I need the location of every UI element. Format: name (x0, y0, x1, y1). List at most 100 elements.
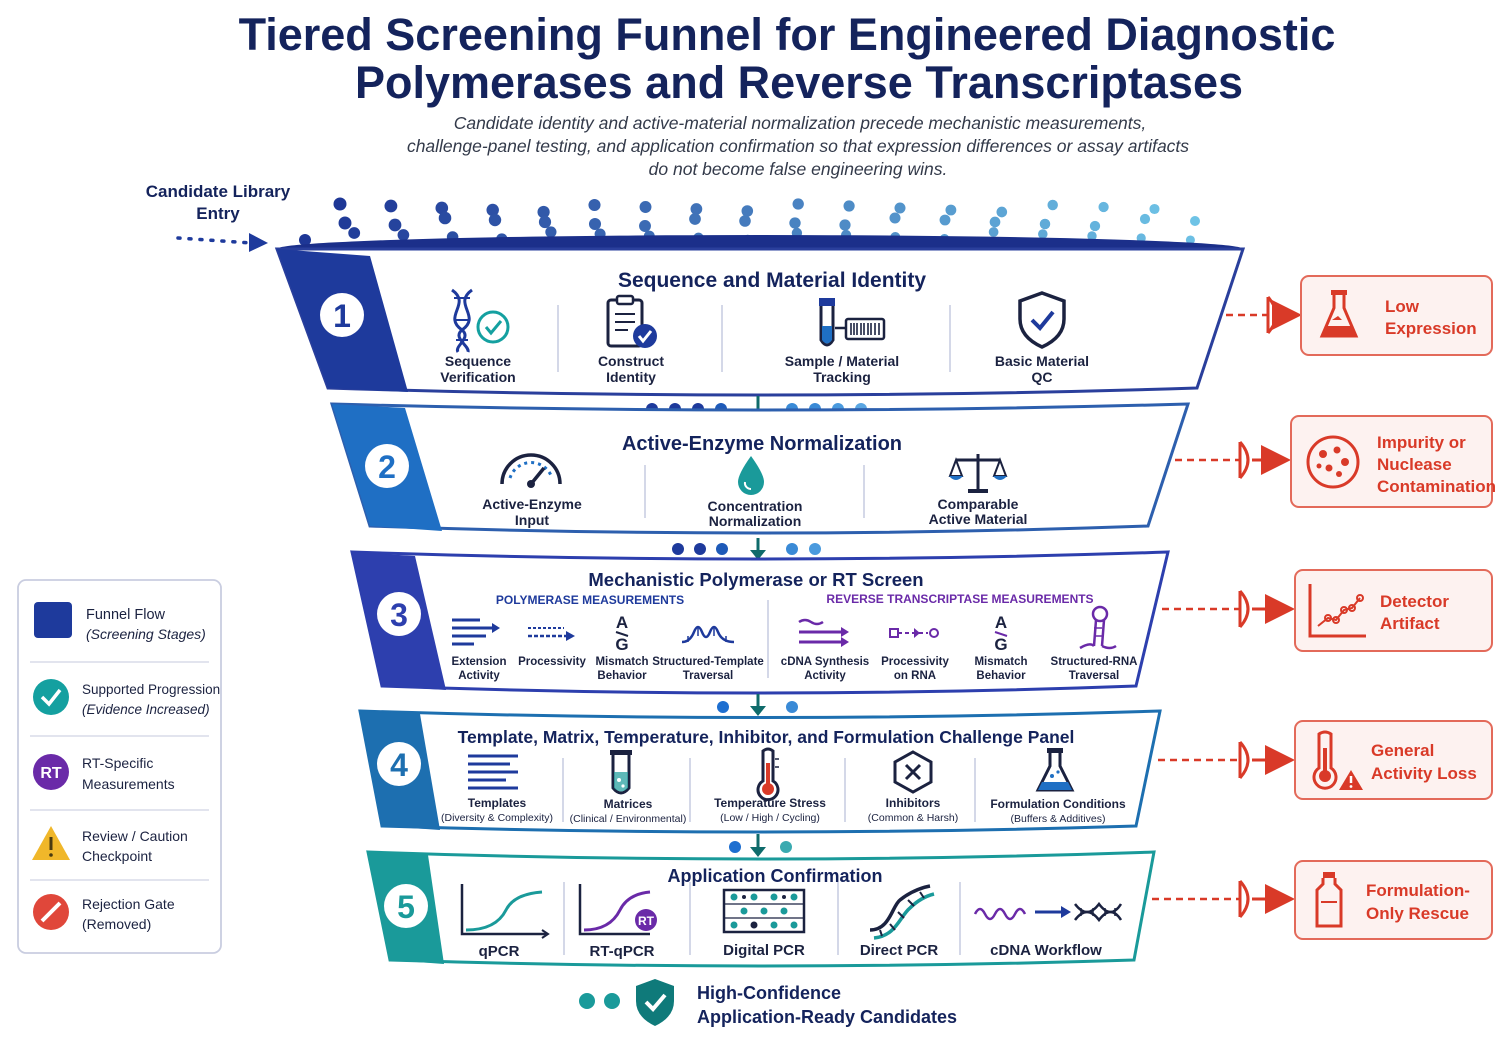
candidate-dot (384, 199, 398, 213)
gauge-icon (500, 453, 562, 488)
connector-3-4 (717, 694, 798, 716)
stage-1-item-3-line1: Sample / Material (785, 353, 899, 369)
stage-2-title: Active-Enzyme Normalization (622, 433, 902, 455)
rejection-1-line1: Low (1385, 297, 1420, 316)
stage-2-number: 2 (378, 449, 396, 485)
connector-2-3 (672, 538, 821, 560)
entry-label-line1: Candidate Library (146, 182, 291, 201)
stage-1-item-2-line1: Construct (598, 353, 664, 369)
polymerase-measurements-header: POLYMERASE MEASUREMENTS (496, 593, 684, 607)
legend-3-line2: Measurements (82, 776, 175, 792)
stage-2-item-1-line1: Active-Enzyme (482, 496, 582, 512)
output-shield-check-icon (636, 979, 674, 1026)
stage-1-item-1-line1: Sequence (445, 353, 511, 369)
structured-template-icon (681, 625, 735, 644)
subtitle-line2: challenge-panel testing, and application… (407, 136, 1189, 156)
legend-2-line2: (Evidence Increased) (82, 702, 210, 717)
rt-item-4-line1: Structured-RNA (1051, 656, 1138, 668)
candidate-dot (894, 202, 906, 214)
stage-4-item-5-line1: Formulation Conditions (990, 797, 1126, 811)
candidate-dot (689, 213, 701, 225)
stage-4-item-4-line2: (Common & Harsh) (868, 812, 958, 824)
mismatch-glyph-g: G (994, 635, 1007, 654)
extension-arrows-icon (452, 618, 500, 646)
candidate-dot (1087, 231, 1097, 241)
test-tube-icon (610, 750, 632, 795)
stage-5-item-5-label: cDNA Workflow (990, 942, 1102, 959)
entry-label-line2: Entry (196, 204, 240, 223)
poly-item-1-line1: Extension (452, 656, 507, 668)
rejection-gate-4: General Activity Loss (1158, 720, 1493, 800)
output-badge: High-Confidence Application-Ready Candid… (579, 979, 957, 1027)
mismatch-ag-icon: A G (615, 613, 628, 654)
output-label-line2: Application-Ready Candidates (697, 1007, 957, 1027)
candidate-dot (486, 203, 499, 217)
stage-4-item-1-line2: (Diversity & Complexity) (441, 812, 553, 824)
flask-icon (1035, 748, 1075, 792)
stage-5-title: Application Confirmation (668, 866, 883, 886)
rt-item-2-line1: Processivity (881, 656, 949, 668)
thermometer-warning-icon (1312, 730, 1363, 790)
candidate-dot (438, 211, 452, 225)
candidate-dot (945, 204, 957, 216)
rna-hairpin-icon (1079, 605, 1117, 650)
stage-1-item-3-line2: Tracking (813, 369, 871, 385)
candidate-dot (639, 220, 651, 232)
rt-item-3-line1: Mismatch (974, 656, 1027, 668)
candidate-dot (792, 198, 804, 210)
page-title-line1: Tiered Screening Funnel for Engineered D… (239, 9, 1336, 60)
rejection-gate-5: Formulation- Only Rescue (1152, 860, 1493, 940)
artifact-chart-icon (1308, 584, 1366, 638)
candidate-dot (1139, 213, 1151, 225)
stage-2-item-1-line2: Input (515, 512, 550, 528)
stage-3: 3 Mechanistic Polymerase or RT Screen PO… (350, 550, 1170, 695)
candidate-dot (388, 218, 402, 232)
check-circle-icon (33, 679, 69, 715)
candidate-dot (839, 219, 851, 231)
candidate-dot (1098, 201, 1109, 213)
stage-4-item-2-line1: Matrices (604, 797, 653, 811)
candidate-dot (1038, 229, 1048, 239)
legend-1-line2: (Screening Stages) (86, 626, 206, 642)
output-label-line1: High-Confidence (697, 983, 841, 1003)
rejection-2-line3: Contamination (1377, 477, 1496, 496)
candidate-dot (739, 215, 751, 227)
warning-triangle-icon (32, 826, 70, 860)
stage-3-title: Mechanistic Polymerase or RT Screen (588, 569, 923, 590)
candidate-dot (538, 215, 552, 229)
subtitle-line1: Candidate identity and active-material n… (454, 113, 1147, 133)
rejection-4-line2: Activity Loss (1371, 764, 1477, 783)
stage-1-number: 1 (333, 298, 351, 334)
mismatch-glyph-a: A (995, 613, 1007, 632)
rejection-1-line2: Expression (1385, 319, 1477, 338)
stage-5: 5 Application Confirmation qPCR RT RT-qP… (366, 850, 1156, 968)
mismatch-ag-icon: A G (994, 613, 1007, 654)
candidate-dot (338, 216, 352, 230)
candidate-dot (299, 234, 311, 246)
petri-dish-icon (1306, 435, 1360, 489)
legend-4-line2: Checkpoint (82, 848, 152, 864)
stage-4-item-5-line2: (Buffers & Additives) (1011, 813, 1106, 825)
rejection-3-line1: Detector (1380, 592, 1449, 611)
candidate-dot (435, 201, 449, 215)
candidate-dot (690, 203, 703, 215)
balance-scale-icon (948, 454, 1008, 493)
processivity-arrow-icon (528, 627, 575, 641)
stage-2-item-2-line2: Normalization (709, 513, 802, 529)
candidate-dot (639, 201, 652, 213)
stage-5-item-4-label: Direct PCR (860, 942, 939, 959)
legend: Funnel Flow (Screening Stages) Supported… (17, 579, 222, 954)
connector-4-5 (729, 834, 792, 857)
clipboard-check-icon (606, 294, 657, 348)
stage-5-item-2-label: RT-qPCR (590, 943, 655, 960)
legend-3-line1: RT-Specific (82, 755, 153, 771)
cdna-workflow-icon (973, 901, 1123, 923)
legend-2-line1: Supported Progression (82, 682, 220, 697)
stage-4-item-3-line2: (Low / High / Cycling) (720, 812, 820, 824)
page-title-line2: Polymerases and Reverse Transcriptases (355, 57, 1243, 108)
stage-4-title: Template, Matrix, Temperature, Inhibitor… (458, 727, 1075, 747)
candidate-dot (1136, 233, 1146, 243)
rt-qpcr-curve-icon: RT (578, 884, 657, 936)
tube-barcode-icon (819, 298, 886, 347)
